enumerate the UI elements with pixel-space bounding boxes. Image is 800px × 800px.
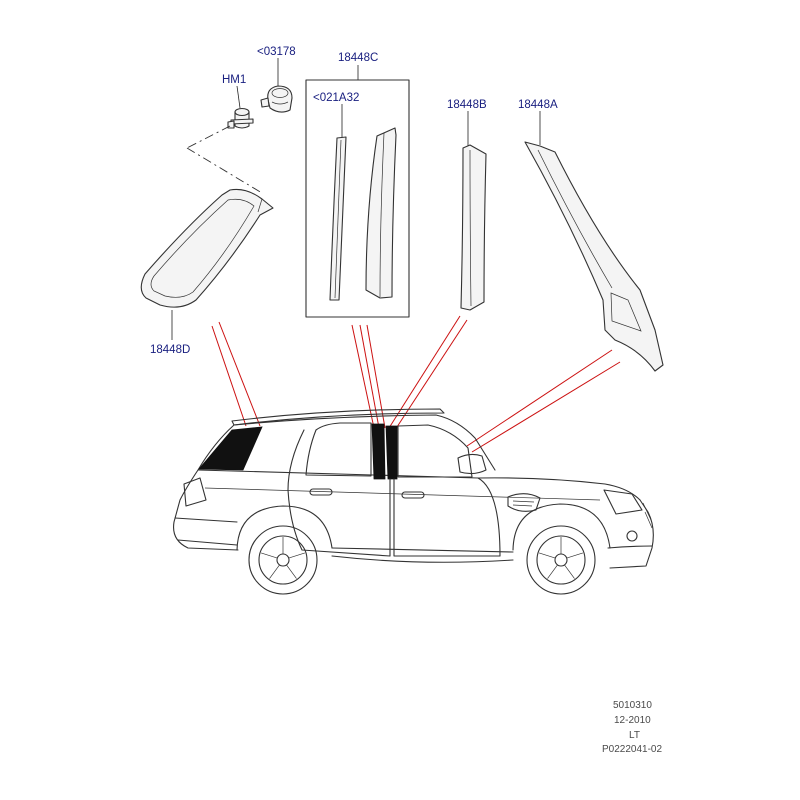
footer-code: 5010310 [613,700,652,711]
part-label-03178: <03178 [257,46,296,58]
front-door-window [397,424,473,478]
part-label-021A32: <021A32 [313,92,359,104]
b-pillar-front-finisher [385,425,398,480]
part-trim-18448C [365,127,397,299]
rear-body [173,424,239,551]
sill-upper [331,547,514,553]
headlight [603,489,643,515]
front-face [609,499,654,569]
footer-region: LT [629,730,640,741]
part-trim-18448B [460,144,487,311]
tail-light [183,477,207,507]
footer-ref: P0222041-02 [602,744,662,755]
part-trim-18448A [524,141,664,372]
part-label-18448B: 18448B [447,99,487,111]
roof-line [233,414,496,471]
b-pillar-rear-finisher [371,423,386,480]
red-leaders-18448C [351,324,386,429]
front-wheel-arch [512,503,611,551]
front-bumper-line [607,545,653,549]
footer-reference: 5010310 12-2010 LT P0222041-02 [602,700,662,755]
red-leaders-18448D [211,321,261,427]
part-label-18448C: 18448C [338,52,378,64]
red-leaders-18448A [466,349,621,453]
part-fastener-HM1 [227,107,254,129]
rear-wheel-arch [236,505,333,551]
part-seal-021A32 [329,136,347,301]
front-door-front-edge [477,477,501,557]
front-grille [642,502,653,529]
assembly-line-lower [186,147,263,194]
front-door-handle [401,491,425,499]
side-vent [507,493,541,512]
leader-line-HM1 [236,85,241,109]
group-box-18448C [305,79,410,318]
part-label-18448A: 18448A [518,99,558,111]
door-mirror [457,453,487,475]
fog-light [626,530,638,542]
roof-rail [231,408,445,426]
rear-quarter-finisher [198,426,263,471]
rear-wheel [248,525,318,595]
body-crease [204,487,601,501]
assembly-line-upper [186,125,231,149]
part-clip-03178 [260,85,293,113]
rear-bumper-upper [174,517,238,523]
footer-date: 12-2010 [614,715,651,726]
vehicle-illustration [173,408,654,595]
rear-door-outline [287,429,391,557]
sill-lower [331,555,514,563]
side-vent-slats [512,500,535,507]
part-trim-18448D [140,188,274,308]
part-label-18448D: 18448D [150,344,190,356]
rear-door-window [305,422,372,477]
part-label-HM1: HM1 [222,74,246,86]
rear-bumper-lower [177,539,238,546]
front-door-rear-edge [393,478,501,557]
hood-line [477,477,641,501]
front-wheel [526,525,596,595]
